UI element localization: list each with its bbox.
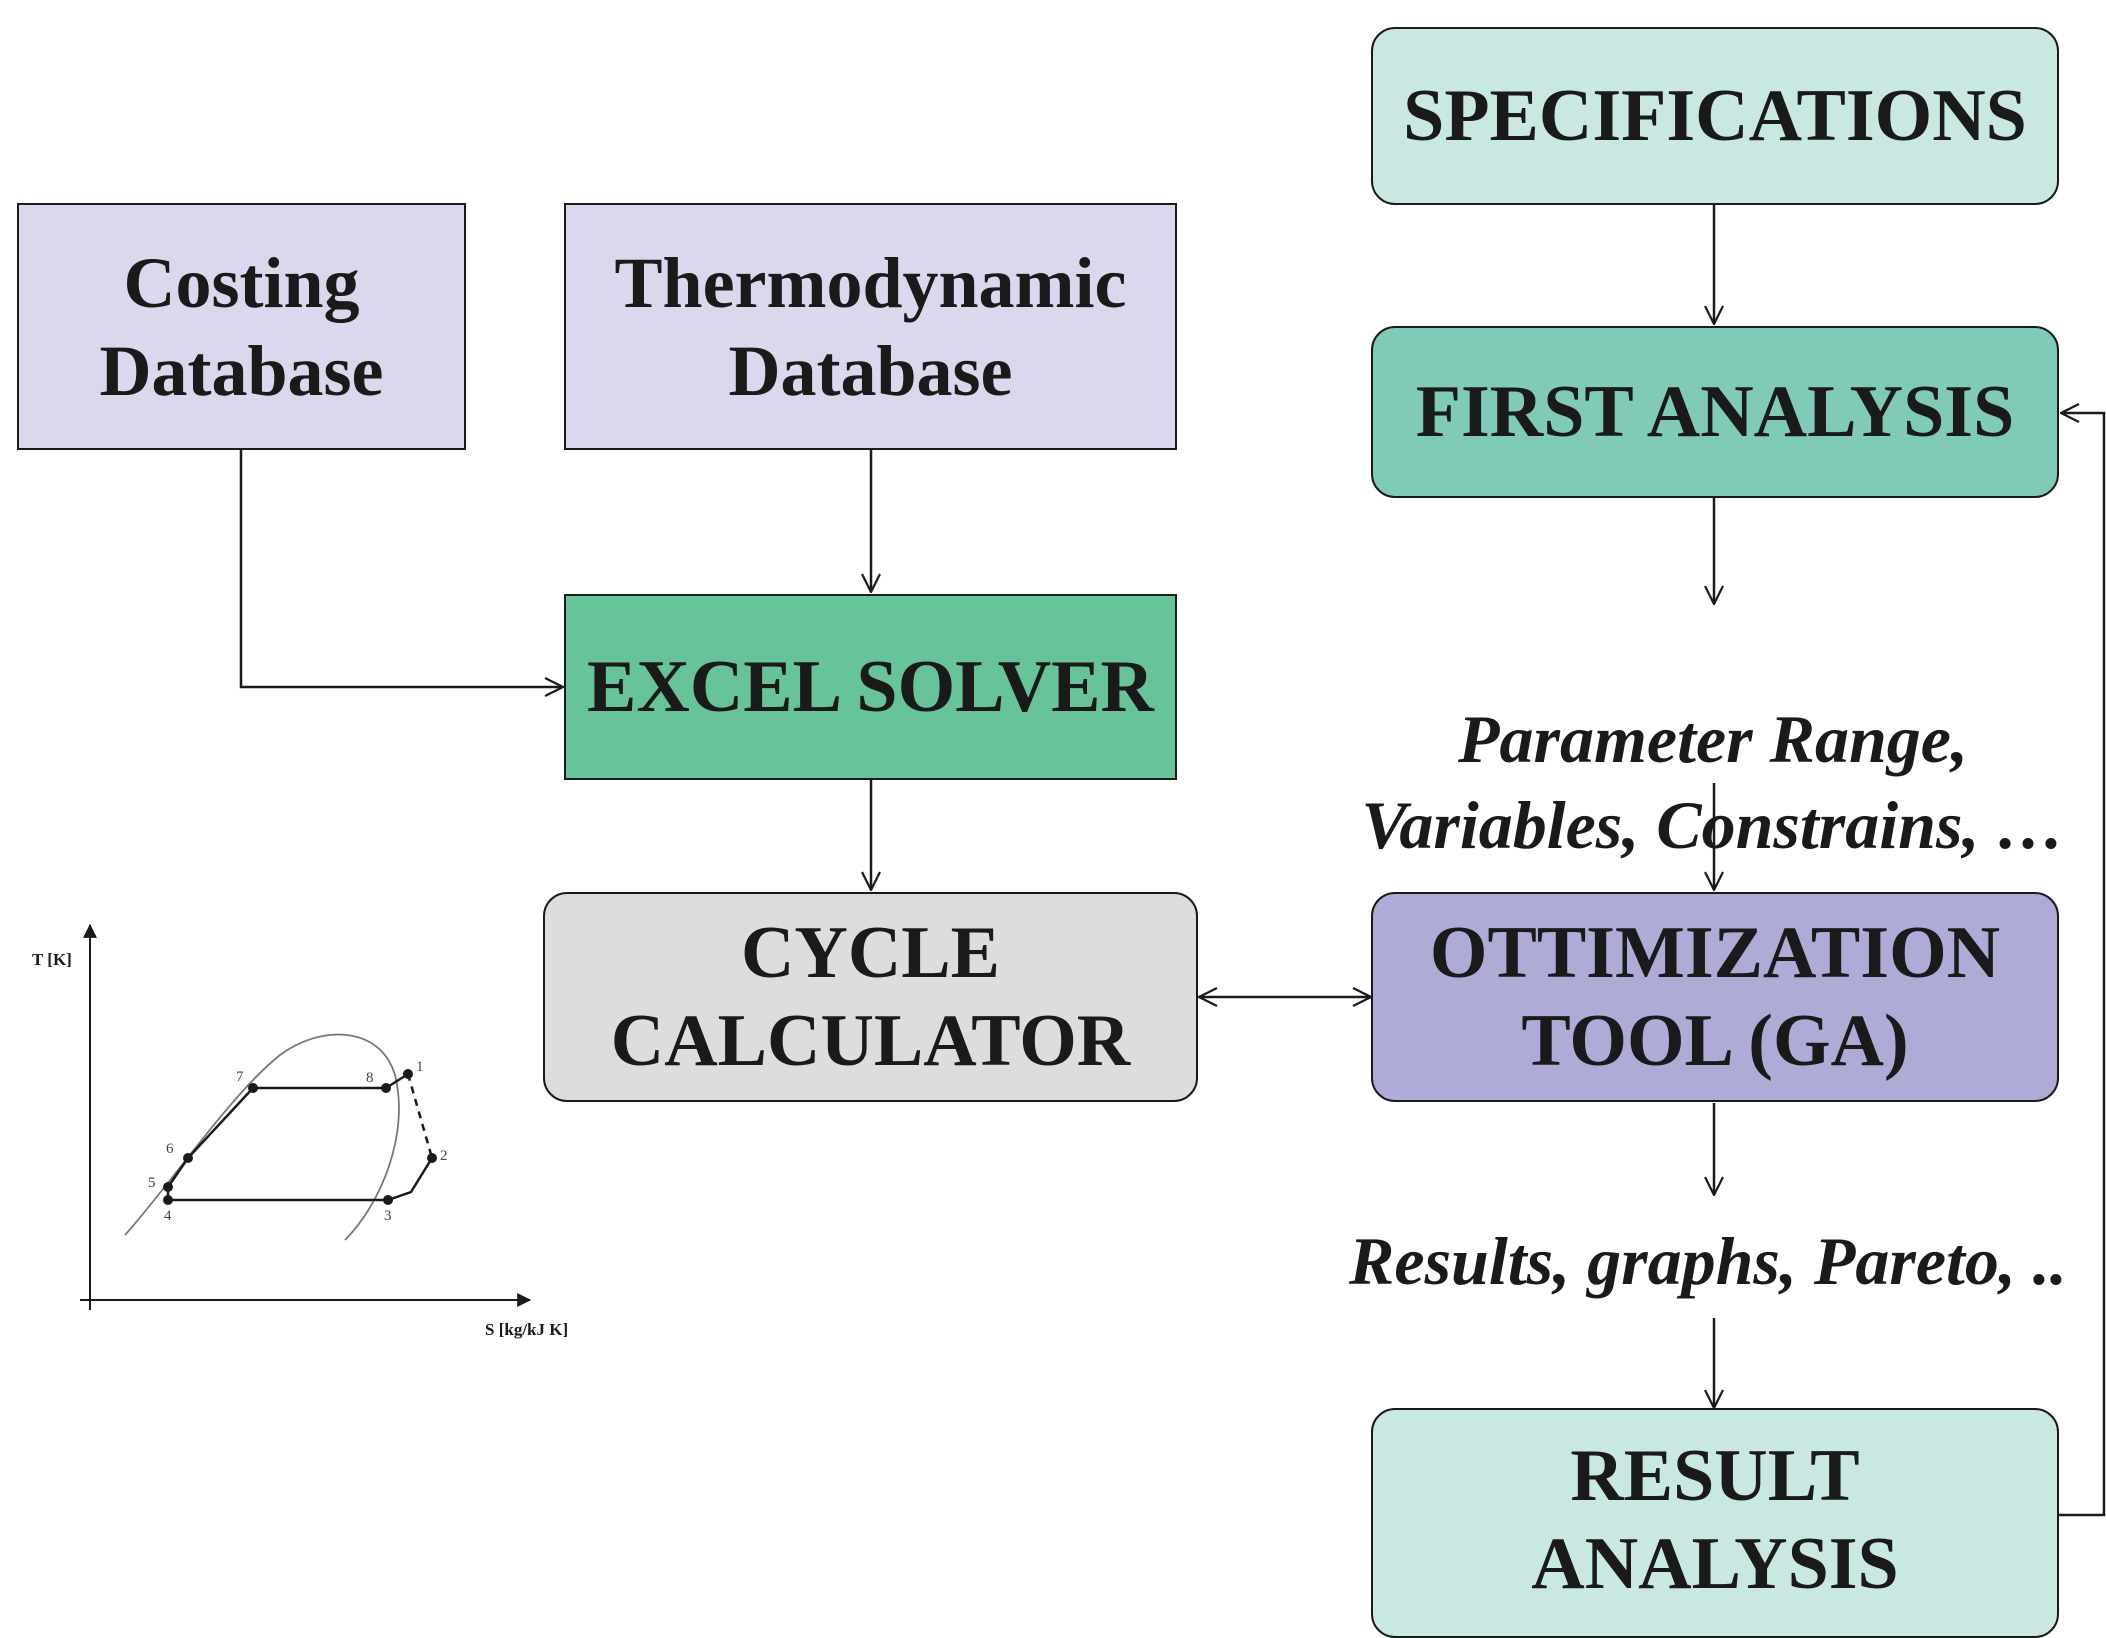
result-analysis-box: RESULT ANALYSIS (1371, 1408, 2059, 1638)
thermodynamic-database-box: Thermodynamic Database (564, 203, 1177, 450)
thermodynamic-database-label: Thermodynamic Database (614, 242, 1127, 411)
ts-point-label-5: 5 (148, 1175, 156, 1191)
costing-database-box: Costing Database (17, 203, 466, 450)
ts-point-7 (248, 1083, 258, 1093)
excel-solver-label: EXCEL SOLVER (587, 646, 1154, 728)
ts-point-2 (427, 1153, 437, 1163)
ts-point-label-2: 2 (440, 1148, 448, 1164)
ts-y-axis-label: T [K] (32, 950, 72, 969)
results-note: Results, graphs, Pareto, .. (1310, 1218, 2106, 1304)
ts-point-4 (163, 1195, 173, 1205)
ts-point-label-3: 3 (384, 1208, 392, 1224)
ts-point-label-4: 4 (164, 1208, 172, 1224)
first-analysis-box: FIRST ANALYSIS (1371, 326, 2059, 498)
ts-point-label-6: 6 (166, 1141, 174, 1157)
parameters-note: Parameter Range, Variables, Constrains, … (1320, 610, 2106, 868)
ts-point-6 (183, 1153, 193, 1163)
ts-point-label-7: 7 (236, 1069, 244, 1085)
ts-expansion-dashed (406, 1073, 434, 1159)
optimization-tool-label: OTTIMIZATION TOOL (GA) (1429, 912, 2001, 1082)
ts-point-label-8: 8 (366, 1070, 374, 1086)
ts-point-8 (381, 1083, 391, 1093)
ts-point-5 (163, 1182, 173, 1192)
ts-x-axis-label: S [kg/kJ K] (485, 1320, 568, 1339)
optimization-tool-box: OTTIMIZATION TOOL (GA) (1371, 892, 2059, 1102)
costing-database-label: Costing Database (99, 242, 384, 411)
ts-cycle-path (166, 1072, 434, 1202)
cycle-calculator-label: CYCLE CALCULATOR (610, 912, 1131, 1082)
ts-diagram: T [K] S [kg/kJ K] 1 2 3 4 5 6 7 8 (32, 923, 568, 1339)
first-analysis-label: FIRST ANALYSIS (1415, 371, 2015, 453)
result-analysis-label: RESULT ANALYSIS (1531, 1435, 1899, 1605)
excel-solver-box: EXCEL SOLVER (564, 594, 1177, 780)
ts-point-1 (403, 1069, 413, 1079)
specifications-box: SPECIFICATIONS (1371, 27, 2059, 205)
parameters-note-text: Parameter Range, Variables, Constrains, … (1361, 701, 2065, 863)
ts-point-label-1: 1 (416, 1059, 424, 1075)
ts-point-3 (383, 1195, 393, 1205)
specifications-label: SPECIFICATIONS (1403, 75, 2027, 157)
cycle-calculator-box: CYCLE CALCULATOR (543, 892, 1198, 1102)
results-note-text: Results, graphs, Pareto, .. (1349, 1223, 2067, 1299)
arrow-costing-to-solver (239, 450, 563, 687)
arrow-feedback-loop (2059, 413, 2106, 1517)
